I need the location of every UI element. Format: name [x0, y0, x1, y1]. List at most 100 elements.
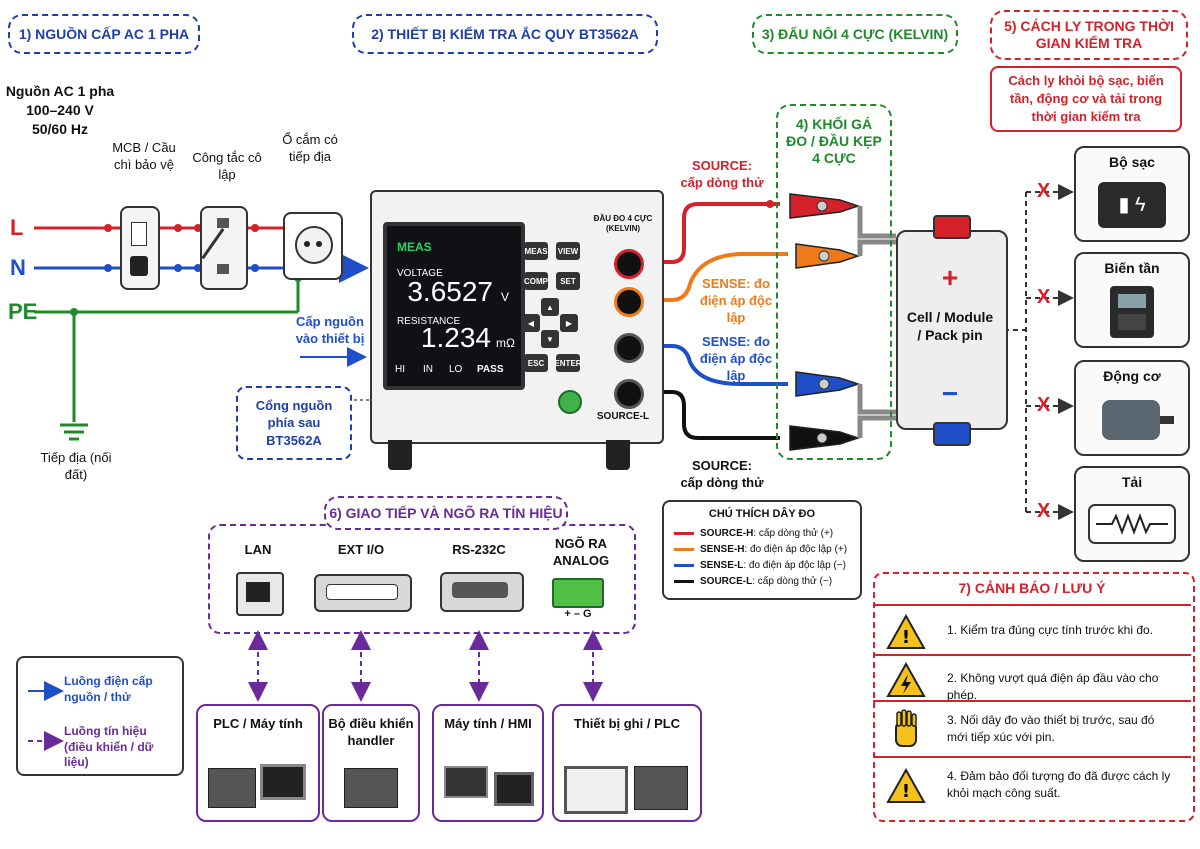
- isolate-x-motor: X: [1037, 394, 1051, 416]
- wire-legend-swatch: [674, 531, 694, 535]
- voltage-value: 3.6527: [407, 276, 493, 307]
- dest-recorder: Thiết bị ghi / PLC: [552, 704, 702, 822]
- sense-h-wire: [648, 252, 788, 302]
- wire-legend-text: : cấp dòng thử (+): [753, 528, 834, 539]
- lan-port[interactable]: [236, 572, 284, 616]
- wire-legend-key: SOURCE-H: [700, 528, 754, 539]
- switch-label: Công tắc cô lập: [192, 150, 262, 182]
- view-key[interactable]: VIEW: [556, 242, 580, 260]
- computer-icon: [260, 764, 306, 800]
- fuse-icon: [120, 206, 160, 290]
- section-kelvin: 3) ĐẤU NỐI 4 CỰC (KELVIN): [752, 14, 958, 54]
- flow-legend: [16, 656, 184, 776]
- terminal-sense-l[interactable]: [614, 333, 644, 363]
- isolate-x-inverter: X: [1037, 286, 1051, 308]
- power-button[interactable]: [558, 390, 582, 414]
- svg-text:!: !: [902, 781, 910, 802]
- esc-key[interactable]: ESC: [524, 354, 548, 372]
- arrow-up-key[interactable]: ▲: [541, 298, 559, 316]
- load-inverter: Biến tần: [1074, 252, 1190, 348]
- lan-label: LAN: [244, 542, 272, 557]
- ground-icon: [62, 420, 86, 444]
- warning-panel: [873, 572, 1195, 822]
- warning-text-2: 2. Không vượt quá điện áp đầu vào cho ph…: [947, 671, 1159, 702]
- laptop-icon: [444, 766, 488, 798]
- motor-icon: [1102, 400, 1174, 440]
- wire-legend-title: CHÚ THÍCH DÂY ĐO: [708, 508, 816, 520]
- clip-icon: [795, 243, 861, 269]
- warning-title: 7) CẢNH BÁO / LƯU Ý: [958, 580, 1106, 596]
- dest-hmi: Máy tính / HMI: [432, 704, 544, 822]
- isolation-note: Cách ly khỏi bộ sạc, biến tần, động cơ v…: [990, 66, 1182, 132]
- section-ac-power: 1) NGUỒN CẤP AC 1 PHA: [8, 14, 200, 54]
- source-l-panel-label: SOURCE-L: [596, 411, 650, 422]
- status-hi: HI: [395, 364, 405, 375]
- handler-icon: [344, 768, 398, 808]
- isolation-tree: [1004, 184, 1074, 520]
- warning-text-4: 4. Đảm bảo đối tượng đo đã được cách ly …: [947, 769, 1171, 800]
- warning-row-1: ! 1. Kiểm tra đúng cực tính trước khi đo…: [873, 604, 1191, 656]
- wire-legend-row: SOURCE-L: cấp dòng thử (−): [674, 576, 832, 587]
- section-isolation: 5) CÁCH LY TRONG THỜI GIAN KIỂM TRA: [990, 10, 1188, 60]
- charger-icon: ▮ ϟ: [1098, 182, 1166, 228]
- source-l-wire: [648, 390, 780, 440]
- ext-io-port[interactable]: [314, 574, 412, 612]
- device-screen: MEAS VOLTAGE 3.6527 V RESISTANCE 1.234 m…: [383, 222, 525, 390]
- comp-key[interactable]: COMP: [524, 272, 548, 290]
- terminal-source-l[interactable]: [614, 379, 644, 409]
- rear-port-callout: Cổng nguồn phía sau BT3562A: [236, 386, 352, 460]
- arrow-right-key[interactable]: ▶: [560, 314, 578, 332]
- load-charger: Bộ sạc ▮ ϟ: [1074, 146, 1190, 242]
- meas-key[interactable]: MEAS: [524, 242, 548, 260]
- arrow-down-key[interactable]: ▼: [541, 330, 559, 348]
- inverter-icon: [1110, 286, 1154, 338]
- warning-row-3: 3. Nối dây đo vào thiết bị trước, sau đó…: [873, 700, 1191, 758]
- section-io: 6) GIAO TIẾP VÀ NGÕ RA TÍN HIỆU: [324, 496, 568, 530]
- electric-hazard-icon: [881, 660, 931, 700]
- terminal-source-h[interactable]: [614, 249, 644, 279]
- signal-arrows: [248, 630, 603, 702]
- battery-cell: [896, 230, 1008, 430]
- wire-legend-row: SENSE-L: đo điện áp độc lập (−): [674, 560, 846, 571]
- wire-legend-text: : cấp dòng thử (−): [752, 576, 833, 587]
- terminal-sense-h[interactable]: [614, 287, 644, 317]
- dest-plc-pc-label: PLC / Máy tính: [213, 716, 303, 731]
- load-motor-label: Động cơ: [1103, 368, 1161, 384]
- clip-icon: [789, 425, 861, 451]
- enter-key[interactable]: ENTER: [554, 354, 582, 372]
- arrow-left-key[interactable]: ◀: [522, 314, 540, 332]
- screen-title: MEAS: [397, 240, 432, 254]
- sense-l-label: SENSE: đo điện áp độc lập: [699, 334, 773, 383]
- warning-icon: !: [881, 612, 931, 652]
- flow-legend-power: Luồng điện cấp nguồn / thử: [64, 674, 153, 704]
- cell-minus: −: [941, 378, 959, 409]
- rs232-label: RS-232C: [452, 542, 506, 557]
- resistor-icon: [1088, 504, 1176, 544]
- dest-plc-pc: PLC / Máy tính: [196, 704, 320, 822]
- sense-l-wire: [648, 344, 788, 386]
- load-resistor: Tải: [1074, 466, 1190, 562]
- wire-legend-swatch: [674, 579, 694, 583]
- cell-plus: +: [941, 262, 959, 293]
- voltage-unit: V: [500, 290, 509, 304]
- rs232-port[interactable]: [440, 572, 524, 612]
- wire-legend-key: SOURCE-L: [700, 576, 753, 587]
- set-key[interactable]: SET: [556, 272, 580, 290]
- resistance-unit: mΩ: [496, 336, 515, 350]
- ground-label: Tiếp địa (nối đất): [40, 450, 112, 482]
- wire-legend-swatch: [674, 547, 694, 551]
- dest-hmi-label: Máy tính / HMI: [444, 716, 532, 731]
- line-PE-label: PE: [8, 299, 38, 324]
- device-foot: [388, 440, 412, 470]
- analog-port[interactable]: [552, 578, 604, 608]
- warning-text-3: 3. Nối dây đo vào thiết bị trước, sau đó…: [947, 713, 1155, 744]
- socket-icon: [283, 212, 343, 280]
- wire-legend-key: SENSE-H: [700, 544, 745, 555]
- dest-recorder-label: Thiết bị ghi / PLC: [573, 716, 681, 731]
- source-h-wire: [648, 202, 780, 264]
- wire-legend-text: : đo điện áp độc lập (−): [743, 560, 846, 571]
- analog-label: NGÕ RA ANALOG: [552, 536, 610, 568]
- ac-power-lines: [34, 224, 369, 441]
